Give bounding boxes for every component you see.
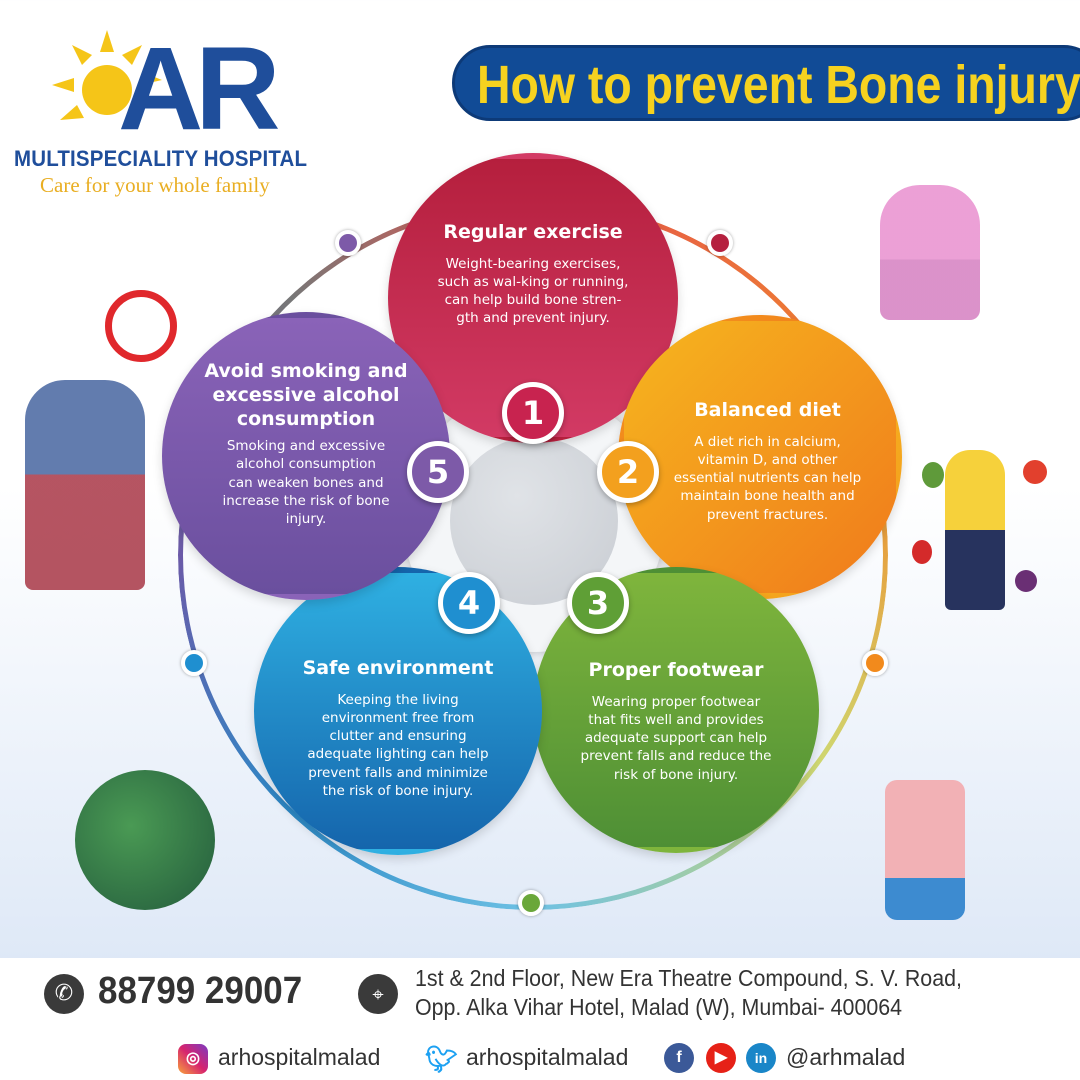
page-title: How to prevent Bone injury [477, 55, 1080, 115]
step-number-3: 3 [567, 572, 629, 634]
youtube-icon[interactable]: ▶ [706, 1043, 736, 1073]
ring-dot [518, 890, 544, 916]
logo-sun-icon [52, 30, 162, 120]
address-line-2: Opp. Alka Vihar Hotel, Malad (W), Mumbai… [415, 994, 903, 1020]
social-handle[interactable]: @arhmalad [786, 1044, 906, 1070]
address-line-1: 1st & 2nd Floor, New Era Theatre Compoun… [415, 965, 962, 991]
facebook-icon[interactable]: f [664, 1043, 694, 1073]
pepper-icon [912, 540, 932, 564]
no-smoking-icon [105, 290, 177, 362]
step-balanced-diet: Balanced diet A diet rich in calcium, vit… [618, 315, 902, 599]
instagram-handle[interactable]: arhospitalmalad [218, 1044, 381, 1070]
step-title: Safe environment [302, 657, 494, 679]
footer: ✆ 88799 29007 ⌖ 1st & 2nd Floor, New Era… [0, 958, 1080, 1080]
linkedin-icon[interactable]: in [746, 1043, 776, 1073]
hospital-tagline: Care for your whole family [40, 173, 270, 197]
ring-dot [335, 230, 361, 256]
twitter-icon[interactable]: 🐦︎ [425, 1044, 459, 1074]
step-title: Avoid smoking and excessive alcohol cons… [204, 360, 408, 430]
earth-illustration [75, 770, 215, 910]
hospital-name: MULTISPECIALITY HOSPITAL [14, 146, 308, 171]
twitter-handle[interactable]: arhospitalmalad [466, 1044, 629, 1070]
avocado-icon [922, 462, 944, 488]
step-number-5: 5 [407, 441, 469, 503]
ring-dot [181, 650, 207, 676]
legs-shoes-illustration [885, 780, 965, 920]
step-title: Regular exercise [443, 221, 623, 243]
drinking-man-illustration [25, 380, 145, 590]
tomato-icon [1023, 460, 1047, 484]
address: 1st & 2nd Floor, New Era Theatre Compoun… [415, 964, 962, 1022]
location-pin-icon: ⌖ [358, 974, 398, 1014]
step-text: A diet rich in calcium, vitamin D, and o… [673, 433, 862, 523]
step-number-1: 1 [502, 382, 564, 444]
phone-number[interactable]: 88799 29007 [98, 970, 303, 1012]
ring-dot [862, 650, 888, 676]
ring-dot [707, 230, 733, 256]
step-title: Balanced diet [694, 399, 841, 421]
step-avoid-smoking: Avoid smoking and excessive alcohol cons… [162, 312, 450, 600]
exercising-man-illustration [880, 185, 980, 320]
phone-icon: ✆ [44, 974, 84, 1014]
happy-man-illustration [945, 450, 1005, 610]
step-title: Proper footwear [588, 659, 764, 681]
step-text: Keeping the living environment free from… [307, 691, 489, 799]
step-text: Wearing proper footwear that fits well a… [580, 693, 772, 783]
step-text: Weight-bearing exercises, such as wal-ki… [437, 255, 629, 327]
eggplant-icon [1015, 570, 1037, 592]
logo-letters: AR [118, 23, 280, 155]
step-number-2: 2 [597, 441, 659, 503]
instagram-icon[interactable]: ◎ [178, 1044, 208, 1074]
step-number-4: 4 [438, 572, 500, 634]
step-text: Smoking and excessive alcohol consumptio… [222, 438, 390, 528]
title-banner: How to prevent Bone injury [452, 45, 1080, 121]
